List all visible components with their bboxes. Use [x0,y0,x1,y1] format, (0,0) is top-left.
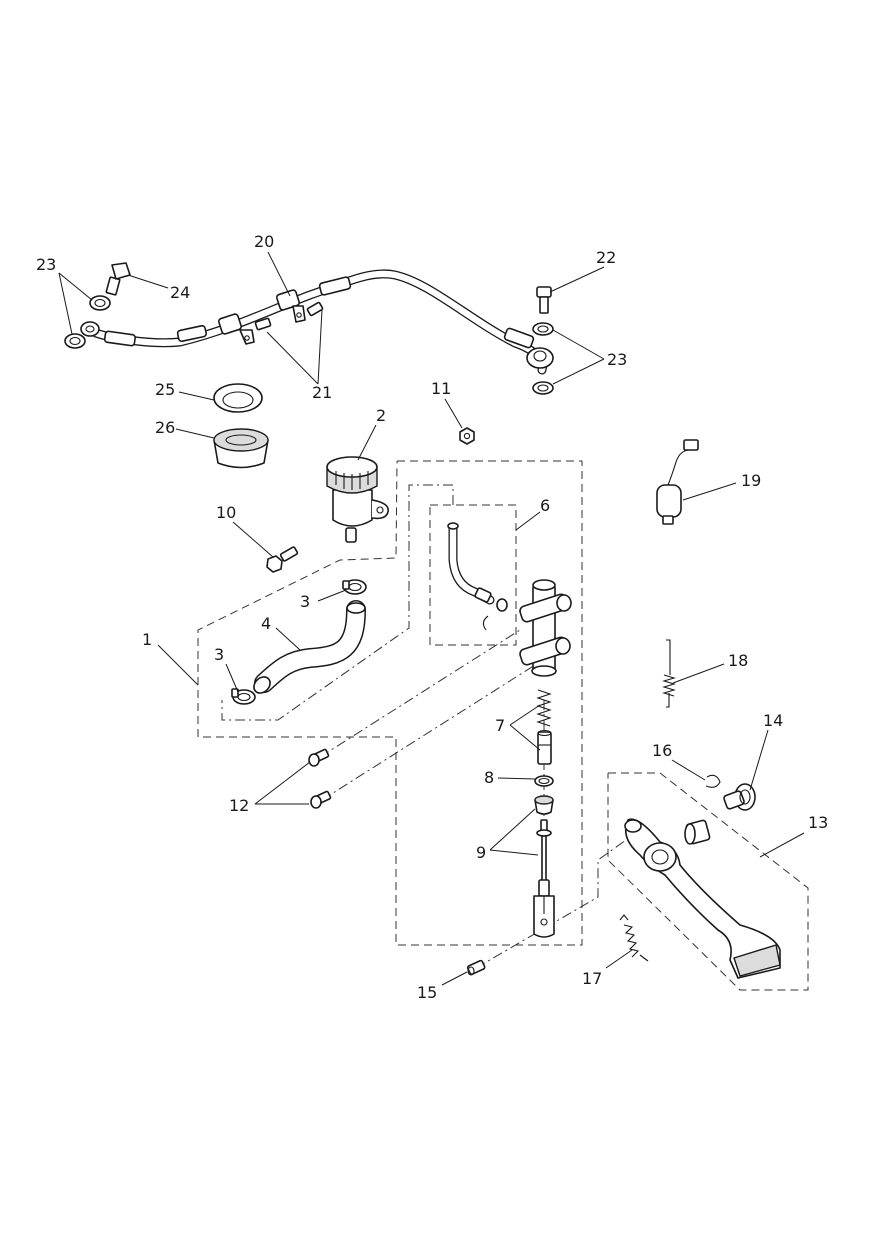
pushrod-9 [533,795,555,938]
callout-19: 19 [741,471,761,490]
circlip-16 [705,774,721,788]
callout-10: 10 [216,503,236,522]
pivot-bolt-14 [723,783,756,811]
reservoir-hose-4 [253,600,366,694]
callout-2: 2 [376,406,386,425]
callout-13: 13 [808,813,828,832]
callout-14: 14 [763,711,783,730]
sealing-washers-23 [64,295,554,395]
banjo-bolt-24 [105,262,131,296]
fixing-line-lower [321,664,536,801]
reservoir-cup-26 [213,428,269,469]
seal-ring-25 [213,383,263,413]
o-ring-8 [534,775,554,787]
hose-clip-3-lower [231,688,256,705]
group-6-boundary [429,504,517,646]
mounting-bolts-12 [308,748,332,809]
callout-3-upper: 3 [300,592,310,611]
fixing-line-pivot [475,829,641,969]
piston-spring-7 [536,689,552,765]
brake-pedal-13 [624,818,781,979]
callout-16: 16 [652,741,672,760]
callout-26: 26 [155,418,175,437]
connector-hose-6 [447,522,508,631]
callout-25: 25 [155,380,175,399]
clamp-screws-21 [254,301,324,331]
callout-6: 6 [540,496,550,515]
callout-labels: 1 2 3 3 4 6 7 8 9 10 11 12 13 14 15 16 1… [36,232,828,1002]
return-spring-17 [619,914,649,962]
callout-18: 18 [728,651,748,670]
group-1-boundary [197,460,583,946]
callout-7: 7 [495,716,505,735]
clevis-pin-15 [466,959,486,976]
return-spring-18 [662,639,676,708]
group-13-boundary [607,772,809,991]
callout-1: 1 [142,630,152,649]
bolt-10 [266,546,299,573]
callout-11: 11 [431,379,451,398]
pivot-bush [684,819,711,845]
callout-8: 8 [484,768,494,787]
hose-clip-3-upper [342,579,367,595]
brake-hose-20 [80,269,554,375]
callout-23-right: 23 [607,350,627,369]
callout-3-lower: 3 [214,645,224,664]
nut-11 [459,427,475,445]
brake-switch-19 [656,439,699,525]
banjo-bolt-22 [536,286,552,314]
callout-15: 15 [417,983,437,1002]
callout-4: 4 [261,614,271,633]
callout-21: 21 [312,383,332,402]
callout-23-left: 23 [36,255,56,274]
callout-17: 17 [582,969,602,988]
fluid-reservoir-2 [326,456,389,543]
callout-20: 20 [254,232,274,251]
callout-22: 22 [596,248,616,267]
callout-9: 9 [476,843,486,862]
callout-24: 24 [170,283,190,302]
leader-lines [58,251,805,986]
master-cylinder [519,579,572,677]
group-1-inner-path [221,484,454,721]
callout-12: 12 [229,796,249,815]
